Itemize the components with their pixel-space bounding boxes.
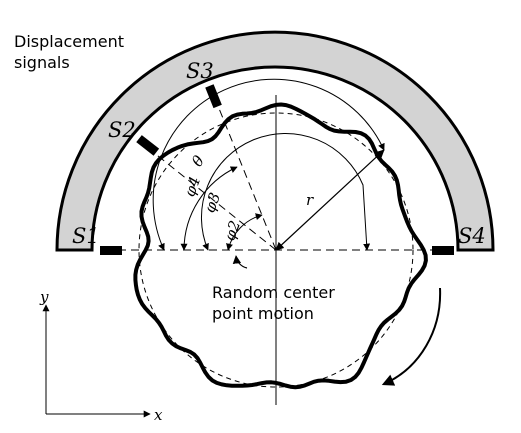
radius-arrow	[275, 149, 385, 251]
rotation-arrow	[381, 287, 442, 386]
random-motion-label: Random center	[212, 283, 335, 302]
sensor-label-s1: S1	[72, 224, 100, 248]
sensor-s3-probe	[205, 84, 222, 109]
phi2-arc	[226, 213, 263, 251]
displacement-signals-label: Displacement	[14, 32, 124, 51]
sensor-label-s2: S2	[108, 118, 136, 142]
displacement-signals-label-2: signals	[14, 53, 70, 72]
theta-label: θ	[188, 152, 208, 170]
phi2-small-arrow	[232, 255, 248, 269]
phi3-arc	[201, 132, 371, 251]
phi2-label: φ2	[220, 218, 244, 243]
reference-circle	[138, 112, 414, 388]
sensor-s2-probe	[136, 135, 160, 156]
radius-label: r	[306, 191, 314, 209]
rotor-profile	[133, 102, 428, 390]
x-axis-label: x	[154, 406, 163, 424]
y-axis-label: y	[39, 288, 49, 306]
random-motion-label-2: point motion	[212, 304, 314, 323]
phi4-arc	[152, 78, 385, 251]
sensor-label-s4: S4	[458, 224, 486, 248]
sensor-housing	[55, 30, 495, 252]
sensor-label-s3: S3	[186, 59, 214, 83]
sensor-s4-probe	[432, 246, 454, 255]
sensor-s1-probe	[100, 246, 122, 255]
phi3-label: φ3	[200, 190, 224, 215]
phi4-label: φ4	[180, 174, 204, 199]
